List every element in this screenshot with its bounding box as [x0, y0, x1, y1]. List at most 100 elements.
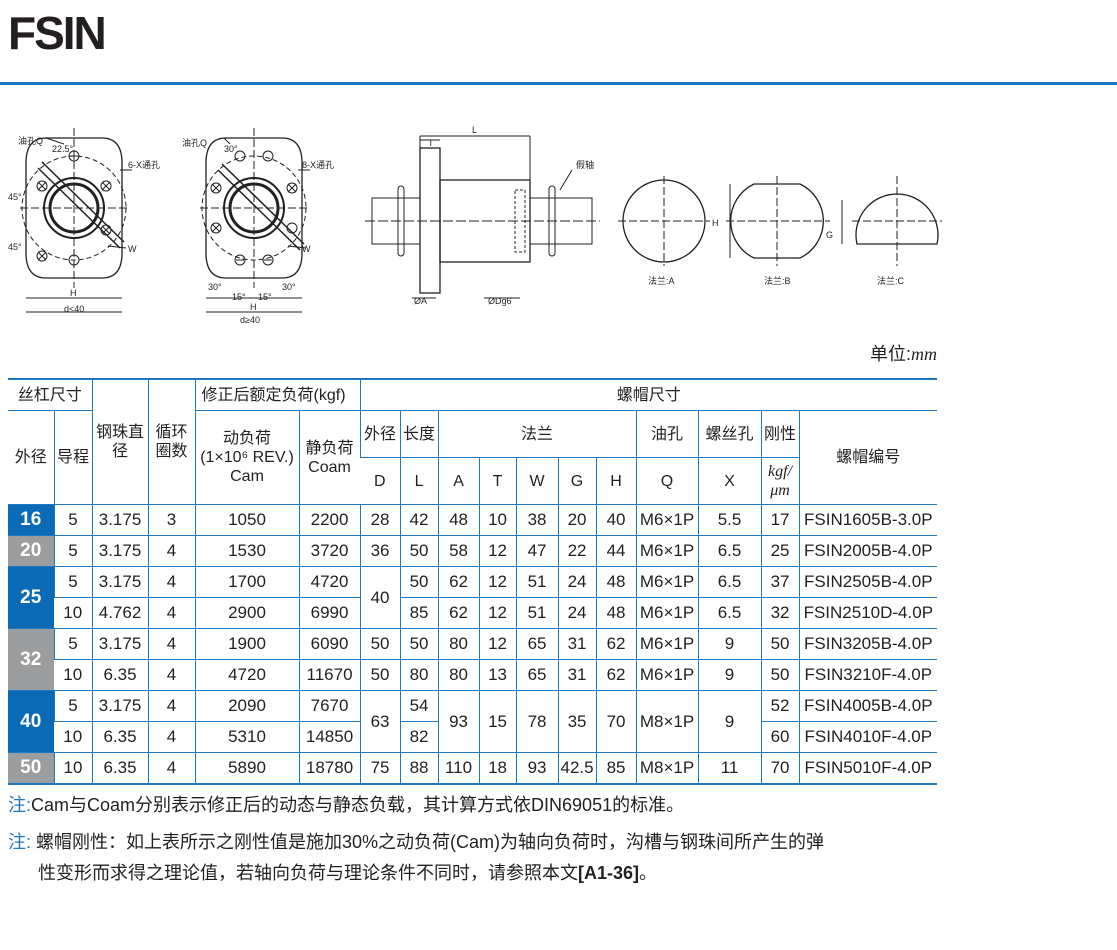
cell-H: 70 — [595, 690, 637, 753]
cell-dynamic: 1900 — [194, 628, 300, 660]
angle-45-top-label: 45° — [8, 192, 22, 202]
header-part-no: 螺帽编号 — [798, 410, 938, 505]
table-row: 25 5 3.175 4 1700 4720 40 50 62 12 51 24… — [8, 566, 938, 629]
header-ball-dia: 钢珠直径 — [91, 378, 149, 505]
cell-H: 48 — [595, 566, 637, 598]
cell-static: 6090 — [298, 628, 361, 660]
header-ball-dia-text: 钢珠直径 — [96, 424, 145, 460]
cell-Q: M8×1P — [635, 690, 699, 753]
table-row: 10 4.762 4 2900 6990 85 62 12 51 24 48 M… — [8, 597, 938, 629]
cell-circuits: 4 — [147, 535, 196, 567]
note-2-text-a: 螺帽刚性：如上表所示之刚性值是施加30%之动负荷(Cam)为轴向负荷时，沟槽与钢… — [36, 832, 825, 852]
angle-225-label: 22.5° — [52, 144, 74, 154]
sta-line-2: Coam — [308, 458, 351, 476]
cell-D: 75 — [359, 752, 401, 785]
cell-dynamic: 5310 — [194, 721, 300, 753]
holes-6x-label: 6-X通孔 — [128, 160, 160, 170]
spec-table: 丝杠尺寸 钢珠直径 循环圈数 修正后额定负荷(kgf) 螺帽尺寸 外径 导程 动… — [8, 378, 938, 785]
header-nut-dims: 螺帽尺寸 — [359, 378, 938, 411]
col-H: H — [595, 457, 637, 505]
cell-X: 11 — [697, 752, 762, 785]
cell-W: 38 — [515, 504, 559, 536]
cell-part-no: FSIN2505B-4.0P — [798, 566, 938, 598]
table-row: 20 5 3.175 4 1530 3720 36 50 58 12 47 22… — [8, 535, 938, 567]
flange-b-label: 法兰:B — [764, 275, 791, 286]
cell-ball: 6.35 — [91, 659, 149, 691]
cell-lead: 10 — [54, 721, 93, 753]
col-L: L — [399, 457, 439, 505]
cell-part-no: FSIN2510D-4.0P — [798, 597, 938, 629]
col-X: X — [697, 457, 762, 505]
cell-L: 50 — [399, 566, 439, 598]
cell-part-no: FSIN4005B-4.0P — [798, 690, 938, 722]
cell-part-no: FSIN3210F-4.0P — [798, 659, 938, 691]
flange-type-c-view — [841, 176, 942, 266]
cell-G: 24 — [557, 566, 597, 598]
cell-static: 2200 — [298, 504, 361, 536]
cell-static: 7670 — [298, 690, 361, 722]
page-title: FSIN — [8, 7, 107, 59]
cell-H: 44 — [595, 535, 637, 567]
dyn-line-1: 动负荷 — [223, 430, 272, 447]
cell-A: 48 — [437, 504, 480, 536]
table-row: 16 5 3.175 3 1050 2200 28 42 48 10 38 20… — [8, 504, 938, 536]
angle-15-right-label: 15° — [258, 292, 272, 302]
cell-W: 65 — [515, 659, 559, 691]
t-label: T — [428, 138, 434, 148]
cell-ball: 3.175 — [91, 535, 149, 567]
holes-8x-label: 8-X通孔 — [302, 160, 334, 170]
cell-T: 12 — [478, 535, 517, 567]
d-lt-40-label: d<40 — [64, 304, 84, 314]
cell-part-no: FSIN2005B-4.0P — [798, 535, 938, 567]
cell-stiffness: 32 — [760, 597, 800, 629]
col-A: A — [437, 457, 480, 505]
l-label: L — [472, 125, 477, 135]
cell-dynamic: 2090 — [194, 690, 300, 722]
cell-circuits: 4 — [147, 659, 196, 691]
cell-X: 5.5 — [697, 504, 762, 536]
cell-part-no: FSIN4010F-4.0P — [798, 721, 938, 753]
cell-static: 3720 — [298, 535, 361, 567]
header-lead: 导程 — [53, 410, 93, 505]
oil-hole-label-2: 油孔Q — [182, 137, 207, 148]
cell-Q: M6×1P — [635, 597, 699, 629]
cell-lead: 10 — [53, 752, 93, 785]
cell-T: 12 — [478, 597, 517, 629]
cell-ball: 6.35 — [91, 721, 149, 753]
cell-A: 58 — [437, 535, 480, 567]
cell-circuits: 4 — [147, 690, 196, 722]
header-circuits: 循环圈数 — [147, 378, 196, 505]
flange-c-label: 法兰:C — [877, 275, 905, 286]
cell-ball: 6.35 — [91, 752, 149, 785]
cell-stiffness: 70 — [760, 752, 800, 785]
cell-circuits: 3 — [147, 504, 196, 536]
header-nut-od: 外径 — [359, 410, 401, 458]
cell-part-no: FSIN5010F-4.0P — [798, 752, 938, 785]
cell-H: 40 — [595, 504, 637, 536]
cell-L: 50 — [399, 628, 439, 660]
cell-lead: 5 — [53, 504, 93, 536]
table-row: 32 5 3.175 4 1900 6090 50 50 80 12 65 31… — [8, 628, 938, 691]
cell-D: 50 — [359, 628, 401, 660]
angle-45-bot-label: 45° — [8, 242, 22, 252]
note-2-marker: 注: — [8, 832, 32, 852]
col-Q: Q — [635, 457, 699, 505]
cell-W: 51 — [515, 597, 559, 629]
h-label-1: H — [70, 288, 77, 298]
cell-W: 93 — [515, 752, 559, 785]
header-od: 外径 — [8, 410, 54, 505]
cell-ball: 3.175 — [91, 504, 149, 536]
w-label-1: W — [128, 244, 137, 254]
cell-X: 9 — [697, 628, 762, 660]
cell-W: 65 — [515, 628, 559, 660]
cell-W: 47 — [515, 535, 559, 567]
cell-X: 9 — [697, 690, 762, 753]
cell-T: 12 — [478, 566, 517, 598]
cell-A: 80 — [437, 628, 480, 660]
cell-L: 85 — [399, 597, 439, 629]
unit-label: 单位:mm — [870, 340, 937, 366]
cell-G: 35 — [557, 690, 597, 753]
cell-H: 62 — [595, 659, 637, 691]
cell-T: 13 — [478, 659, 517, 691]
cell-Q: M6×1P — [635, 535, 699, 567]
